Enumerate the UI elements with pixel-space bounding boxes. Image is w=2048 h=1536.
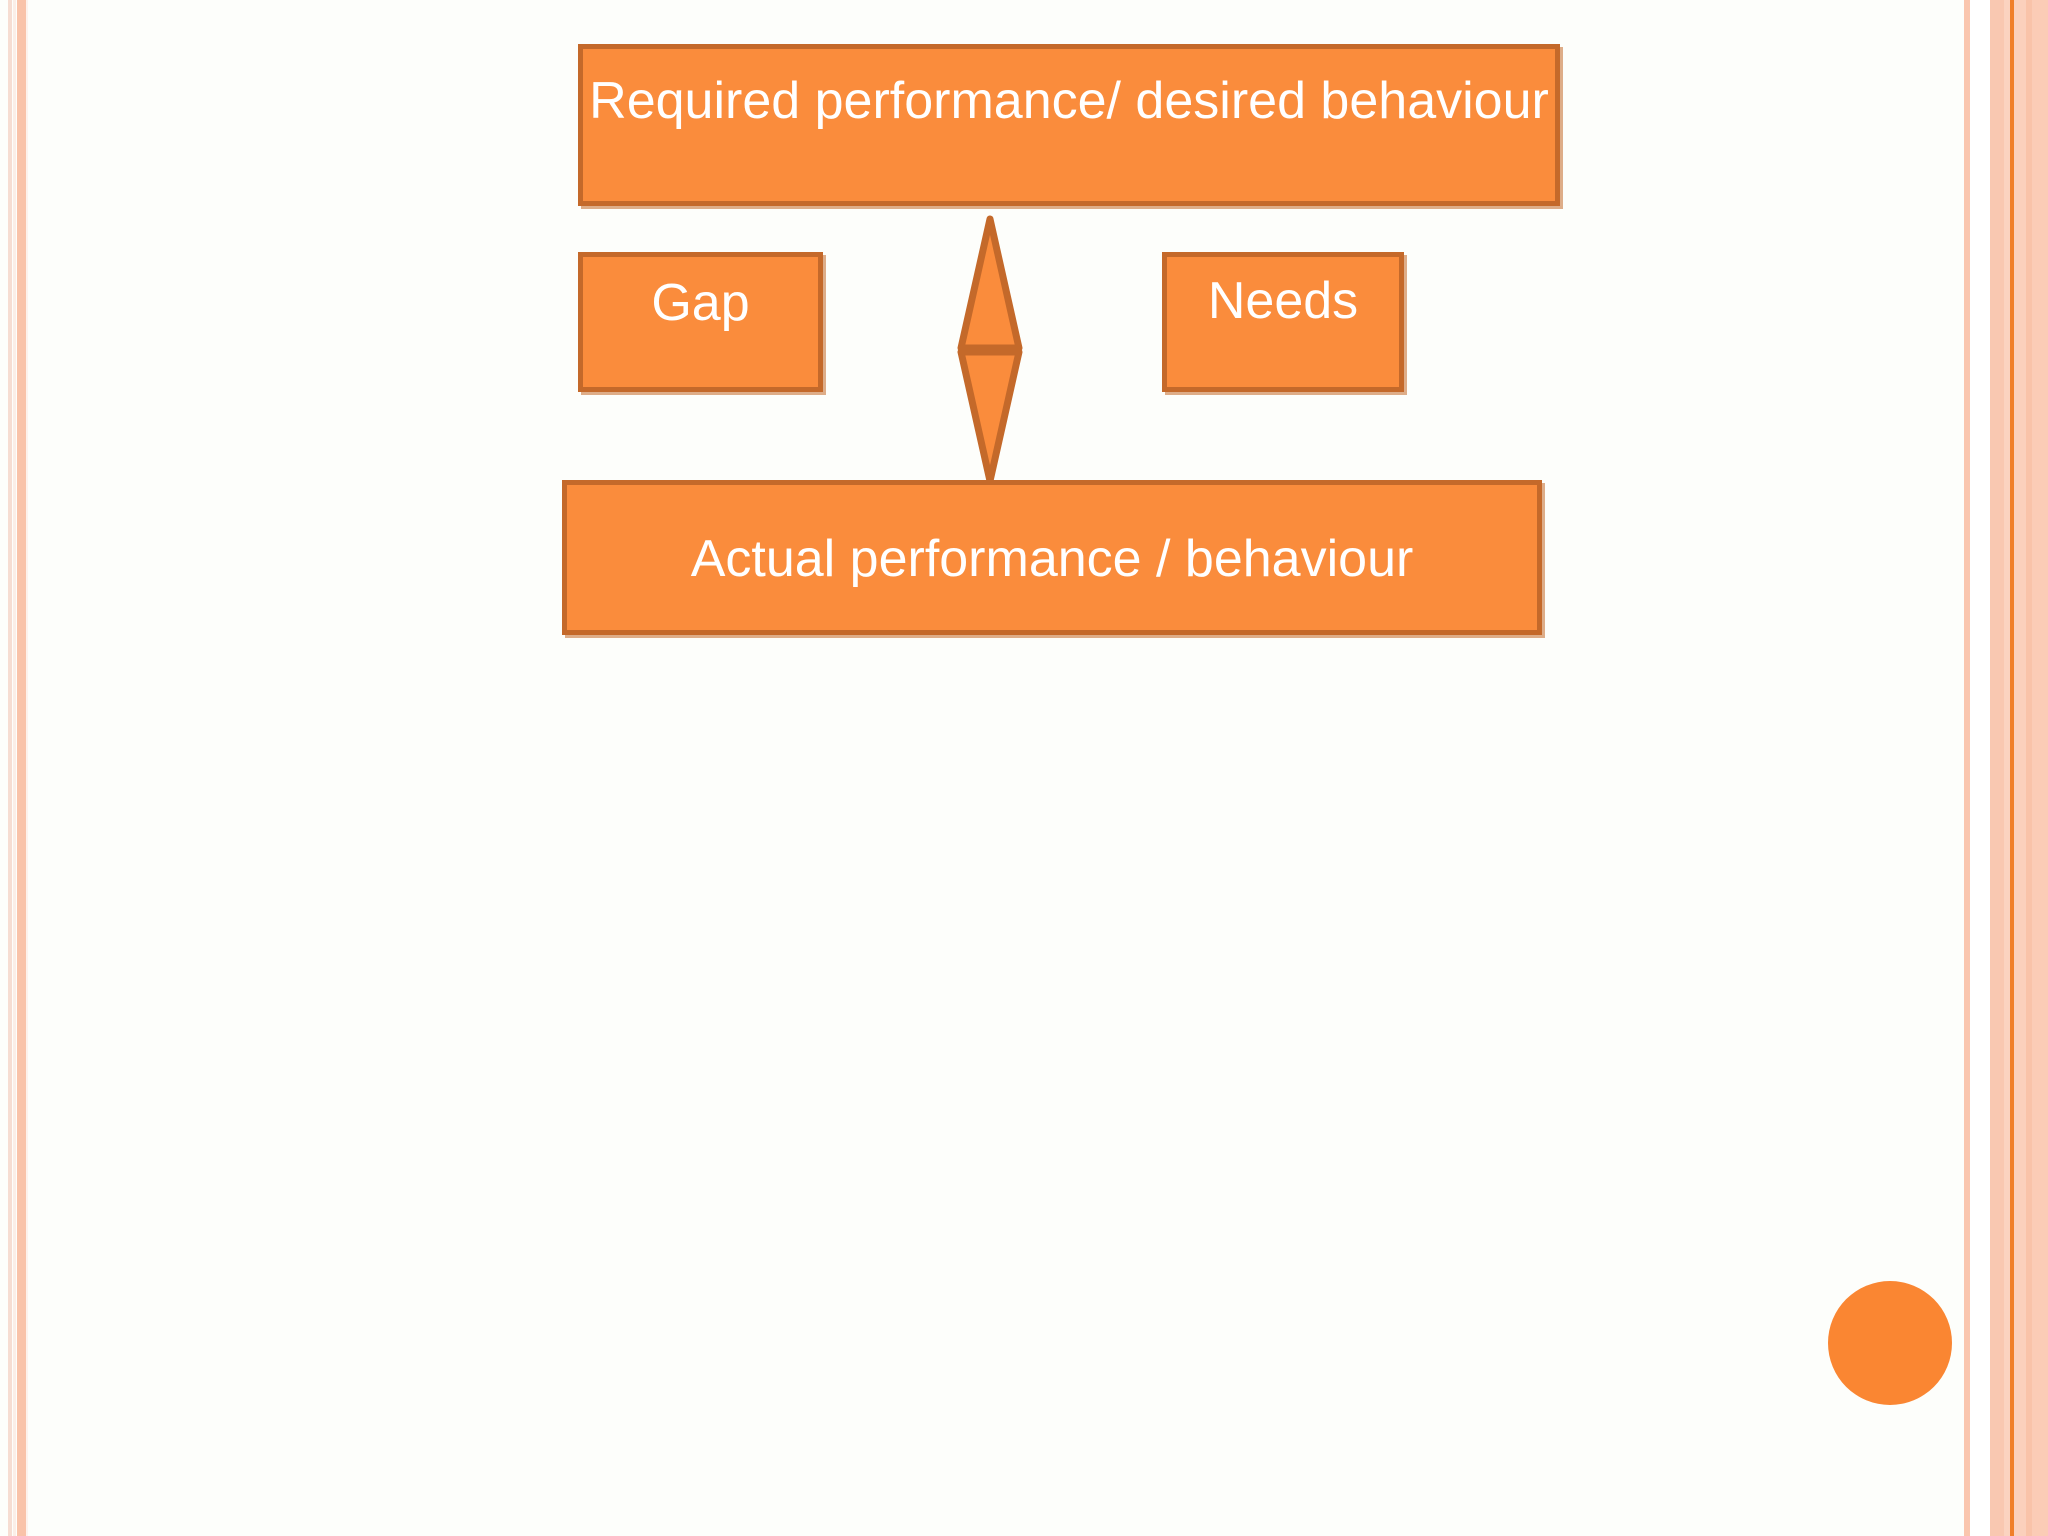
stripe-2	[13, 0, 16, 1536]
required-performance-label: Required performance/ desired behaviour	[589, 72, 1549, 130]
stripe-r4	[1990, 0, 2004, 1536]
needs-box: Needs	[1162, 252, 1404, 392]
stripe-4	[26, 0, 28, 1536]
gap-label: Gap	[651, 274, 750, 332]
required-performance-box: Required performance/ desired behaviour	[578, 44, 1560, 206]
needs-label: Needs	[1207, 272, 1359, 330]
stripe-r8	[2026, 0, 2032, 1536]
actual-performance-label: Actual performance / behaviour	[690, 530, 1414, 588]
stripe-r3	[1978, 0, 1990, 1536]
stripe-r7	[2014, 0, 2026, 1536]
stripe-r9	[2032, 0, 2048, 1536]
stripe-1	[8, 0, 12, 1536]
actual-performance-box: Actual performance / behaviour	[562, 480, 1542, 635]
stripe-r5	[2004, 0, 2010, 1536]
stripe-r2	[1970, 0, 1978, 1536]
left-edge-stripes	[0, 0, 30, 1536]
stripe-r6	[2010, 0, 2014, 1536]
right-edge-stripes	[1958, 0, 2048, 1536]
stripe-3	[17, 0, 26, 1536]
gap-box: Gap	[578, 252, 823, 392]
stripe-r1	[1964, 0, 1970, 1536]
double-headed-arrow-icon	[955, 215, 1025, 485]
decorative-circle-icon	[1828, 1281, 1952, 1405]
